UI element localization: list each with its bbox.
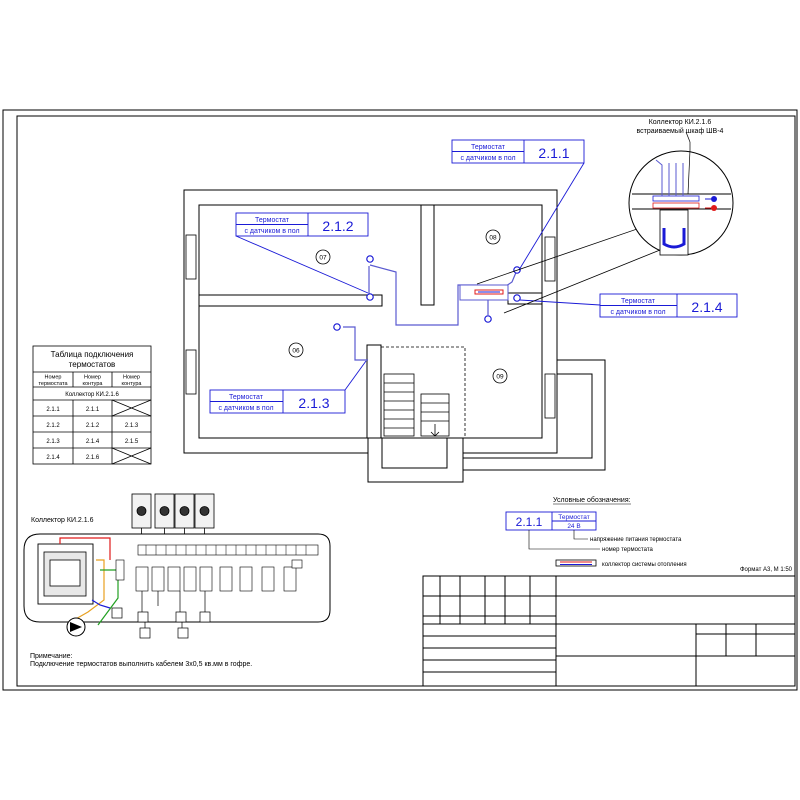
- thermostat-2-1-1-number: 2.1.1: [538, 145, 569, 161]
- thermostat-2-1-2-name: Термостат: [255, 217, 290, 224]
- room-label-07: 07: [319, 255, 327, 262]
- thermostat-label-2-1-2: Термостат с датчиком в пол 2.1.2: [235, 212, 369, 294]
- thermostat-2-1-4-type: с датчиком в пол: [610, 309, 665, 316]
- table-cell: 2.1.1: [46, 407, 60, 413]
- collector-on-plan: [459, 284, 509, 301]
- thermostat-label-2-1-3: Термостат с датчиком в пол 2.1.3: [209, 360, 367, 414]
- room-label-08: 08: [489, 235, 497, 242]
- staircase: [383, 373, 450, 437]
- collector-callout-line1: Коллектор КИ.2.1.6: [649, 119, 712, 126]
- table-cell: 2.1.4: [86, 439, 100, 445]
- table-cell: 2.1.4: [46, 455, 60, 461]
- sheet-outer-border: [2, 109, 798, 691]
- table-header-col3-a: Номер: [123, 375, 140, 381]
- thermostat-label-2-1-1: Термостат с датчиком в пол 2.1.1: [451, 139, 585, 271]
- interior-wall-right: [507, 292, 543, 305]
- table-header-col1-a: Номер: [45, 375, 62, 381]
- legend-sample-number: 2.1.1: [516, 515, 543, 529]
- table-cell: 2.1.2: [86, 423, 100, 429]
- thermostat-2-1-3-name: Термостат: [229, 394, 264, 401]
- thermostat-points: [333, 255, 521, 331]
- thermostat-2-1-4-number: 2.1.4: [691, 299, 722, 315]
- legend-desc-collector: коллектор системы отопления: [602, 562, 687, 568]
- connection-table-text: Таблица подключения термостатов Номер те…: [38, 350, 142, 461]
- thermostat-2-1-3-type: с датчиком в пол: [218, 405, 273, 412]
- legend-desc-number: номер термостата: [602, 547, 653, 553]
- legend-title: Условные обозначения:: [553, 496, 631, 504]
- table-title-line2: термостатов: [69, 360, 116, 369]
- table-cell: 2.1.3: [125, 423, 139, 429]
- wiring-diagram: Коллектор КИ.2.1.6: [23, 493, 331, 639]
- terminal-ticks: [145, 545, 307, 555]
- thermostat-2-1-2-number: 2.1.2: [322, 218, 353, 234]
- table-title-line1: Таблица подключения: [51, 350, 134, 359]
- table-cell: 2.1.3: [46, 439, 60, 445]
- thermostat-2-1-4-name: Термостат: [621, 298, 656, 305]
- table-cell: 2.1.5: [125, 439, 139, 445]
- note-title: Примечание:: [30, 653, 73, 660]
- table-cell: 2.1.2: [46, 423, 60, 429]
- actuators: [111, 591, 211, 639]
- legend-sample-name: Термостат: [558, 514, 590, 521]
- table-collector-row: Коллектор КИ.2.1.6: [65, 392, 119, 398]
- legend-desc-voltage: напряжение питания термостата: [590, 537, 682, 543]
- title-block: [422, 575, 796, 687]
- wiring-title: Коллектор КИ.2.1.6: [31, 517, 94, 524]
- connection-table: [32, 345, 152, 465]
- thermostat-2-1-1-name: Термостат: [471, 144, 506, 151]
- thermostat-2-1-3-number: 2.1.3: [298, 395, 329, 411]
- table-cell: 2.1.1: [86, 407, 100, 413]
- thermostat-label-2-1-4: Термостат с датчиком в пол 2.1.4: [519, 293, 738, 318]
- note-text: Подключение термостатов выполнить кабеле…: [30, 660, 252, 668]
- table-header-col3-b: контура: [122, 381, 143, 387]
- room-labels: 07 08 06 09: [288, 229, 508, 384]
- collector-detail: Коллектор КИ.2.1.6 встраиваемый шкаф ШВ-…: [476, 119, 734, 314]
- thermostat-2-1-2-type: с датчиком в пол: [244, 228, 299, 235]
- stair-hall: [380, 346, 466, 439]
- annex-wall: [463, 359, 606, 471]
- table-header-col1-b: термостата: [38, 381, 68, 387]
- thermostat-units: [131, 493, 215, 545]
- table-header-col2-a: Номер: [84, 375, 101, 381]
- interior-wall-horizontal: [198, 294, 383, 307]
- interior-wall-vertical: [420, 204, 435, 306]
- room-label-06: 06: [292, 348, 300, 355]
- table-cell: 2.1.6: [86, 455, 100, 461]
- sheet-inner-frame: [16, 115, 796, 687]
- sheet-format: Формат А3, М 1:50: [740, 567, 793, 573]
- legend: Условные обозначения: 2.1.1 Термостат 24…: [505, 496, 793, 573]
- collector-callout-line2: встраиваемый шкаф ШВ-4: [637, 127, 724, 135]
- table-header-col2-b: контура: [83, 381, 104, 387]
- legend-sample-voltage: 24 В: [567, 523, 580, 530]
- room-label-09: 09: [496, 374, 504, 381]
- thermostat-2-1-1-type: с датчиком в пол: [460, 155, 515, 162]
- terminal-blocks: [115, 544, 319, 592]
